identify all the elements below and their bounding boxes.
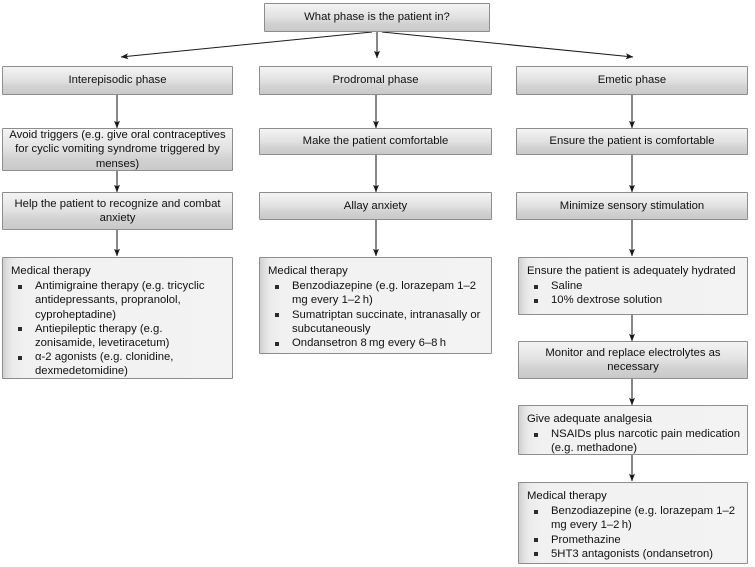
- c2-step-allay-anxiety[interactable]: Allay anxiety: [259, 192, 492, 220]
- c1-medical-therapy-box[interactable]: Medical therapy Antimigraine therapy (e.…: [2, 257, 233, 379]
- bullet-icon: [18, 355, 22, 360]
- list-item: Saline: [527, 279, 740, 293]
- c3-step-ensure-comfortable-label: Ensure the patient is comfortable: [549, 135, 715, 148]
- c3-medical-therapy-box[interactable]: Medical therapy Benzodiazepine (e.g. lor…: [518, 482, 748, 564]
- bullet-icon: [534, 432, 538, 437]
- c3-analgesia-box[interactable]: Give adequate analgesia NSAIDs plus narc…: [518, 405, 748, 455]
- phase-header-emetic[interactable]: Emetic phase: [516, 66, 748, 95]
- list-item: Sumatriptan succinate, intranasally or s…: [268, 308, 484, 336]
- list-item: Antimigraine therapy (e.g. tricyclic ant…: [11, 279, 225, 322]
- phase-header-prodromal[interactable]: Prodromal phase: [259, 66, 492, 95]
- list-item: α-2 agonists (e.g. clonidine, dexmedetom…: [11, 350, 225, 378]
- c2-step-allay-anxiety-label: Allay anxiety: [343, 199, 408, 212]
- bullet-icon: [18, 327, 22, 332]
- c1-medical-therapy-heading: Medical therapy: [11, 265, 91, 277]
- list-item: 5HT3 antagonists (ondansetron): [527, 547, 740, 561]
- bullet-icon: [534, 298, 538, 303]
- list-item: Ondansetron 8 mg every 6–8 h: [268, 336, 484, 350]
- c2-medical-therapy-box[interactable]: Medical therapy Benzodiazepine (e.g. lor…: [259, 257, 492, 354]
- list-item: Antiepileptic therapy (e.g. zonisamide, …: [11, 322, 225, 350]
- root-question-label: What phase is the patient in?: [304, 11, 450, 24]
- bullet-icon: [534, 538, 538, 543]
- bullet-icon: [18, 284, 22, 289]
- root-question-box[interactable]: What phase is the patient in?: [264, 3, 490, 32]
- c1-step-recognize-anxiety-label: Help the patient to recognize and combat…: [14, 197, 221, 225]
- connector-root-to-emetic: [381, 31, 634, 60]
- c3-step-minimize-stimulation[interactable]: Minimize sensory stimulation: [516, 192, 748, 220]
- phase-header-interepisodic[interactable]: Interepisodic phase: [2, 66, 233, 95]
- bullet-icon: [275, 284, 279, 289]
- phase-header-interepisodic-label: Interepisodic phase: [68, 74, 167, 87]
- list-item: Benzodiazepine (e.g. lorazepam 1–2 mg ev…: [527, 504, 740, 532]
- c3-hydration-box[interactable]: Ensure the patient is adequately hydrate…: [518, 257, 748, 315]
- c2-medical-therapy-heading: Medical therapy: [268, 265, 348, 277]
- c3-step-ensure-comfortable[interactable]: Ensure the patient is comfortable: [516, 128, 748, 155]
- c3-hydration-list: Saline 10% dextrose solution: [527, 279, 740, 307]
- bullet-icon: [534, 552, 538, 557]
- c1-medical-therapy-list: Antimigraine therapy (e.g. tricyclic ant…: [11, 279, 225, 378]
- c1-step-recognize-anxiety[interactable]: Help the patient to recognize and combat…: [2, 192, 233, 230]
- bullet-icon: [275, 313, 279, 318]
- c3-analgesia-heading: Give adequate analgesia: [527, 413, 652, 425]
- list-item: Benzodiazepine (e.g. lorazepam 1–2 mg ev…: [268, 279, 484, 307]
- phase-header-emetic-label: Emetic phase: [597, 74, 667, 87]
- c3-medical-therapy-heading: Medical therapy: [527, 490, 607, 502]
- connector-root-to-interepisodic: [120, 31, 373, 60]
- c3-hydration-heading: Ensure the patient is adequately hydrate…: [527, 265, 736, 277]
- bullet-icon: [534, 284, 538, 289]
- bullet-icon: [534, 509, 538, 514]
- list-item: Promethazine: [527, 533, 740, 547]
- c3-medical-therapy-list: Benzodiazepine (e.g. lorazepam 1–2 mg ev…: [527, 504, 740, 561]
- c3-step-monitor-electrolytes-label: Monitor and replace electrolytes as nece…: [545, 346, 721, 374]
- c3-analgesia-list: NSAIDs plus narcotic pain medication (e.…: [527, 427, 740, 455]
- phase-header-prodromal-label: Prodromal phase: [332, 74, 419, 87]
- c2-step-make-comfortable-label: Make the patient comfortable: [302, 135, 449, 148]
- list-item: 10% dextrose solution: [527, 293, 740, 307]
- list-item: NSAIDs plus narcotic pain medication (e.…: [527, 427, 740, 455]
- c3-step-monitor-electrolytes[interactable]: Monitor and replace electrolytes as nece…: [518, 341, 748, 379]
- c2-step-make-comfortable[interactable]: Make the patient comfortable: [259, 128, 492, 155]
- c1-step-avoid-triggers[interactable]: Avoid triggers (e.g. give oral contracep…: [2, 128, 233, 171]
- c3-step-minimize-stimulation-label: Minimize sensory stimulation: [559, 199, 705, 212]
- c1-step-avoid-triggers-label: Avoid triggers (e.g. give oral contracep…: [9, 128, 226, 170]
- bullet-icon: [275, 341, 279, 346]
- c2-medical-therapy-list: Benzodiazepine (e.g. lorazepam 1–2 mg ev…: [268, 279, 484, 350]
